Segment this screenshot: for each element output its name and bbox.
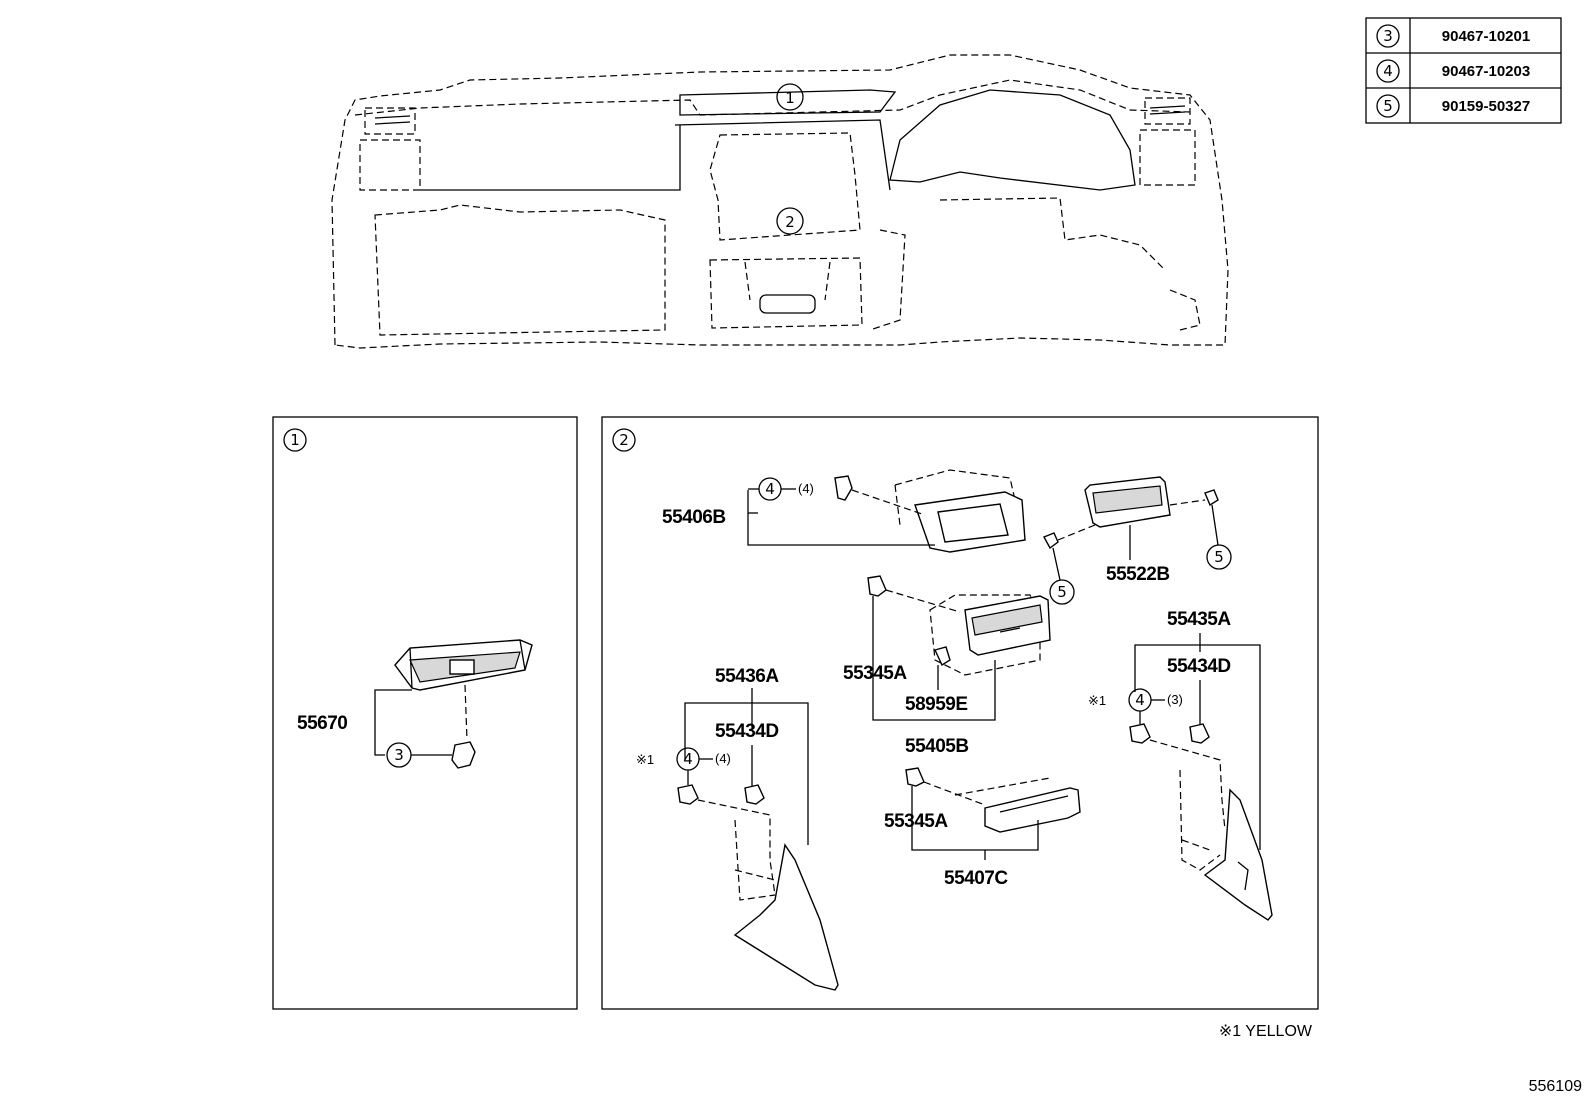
- right-vent-outline: [1144, 97, 1191, 125]
- panel-1-label: 1: [290, 431, 300, 449]
- panel-2: 2 55406B 4 (4) 5 55522B: [601, 416, 1319, 1010]
- panel-1: 1 55670 3: [272, 416, 578, 1010]
- diagram-id: 556109: [1529, 1078, 1582, 1095]
- instrument-cluster-outline: [889, 89, 1136, 191]
- part-label-55434D-left: 55434D: [715, 721, 779, 742]
- clip-3-shape: [451, 741, 476, 769]
- mark-right: ※1: [1088, 693, 1106, 708]
- panel-1-callout: [283, 428, 307, 452]
- callout-5-left: [1049, 579, 1075, 605]
- panel-1-frame: [272, 416, 578, 1010]
- display-55522B-shape: [1084, 476, 1171, 528]
- table-callout-4: [1376, 59, 1400, 83]
- screw-left-shape: [1043, 532, 1059, 550]
- trim-right-shape: [1203, 788, 1273, 921]
- clip-left-a-shape: [677, 784, 699, 805]
- bracket-55407C-shape: [984, 787, 1081, 833]
- clip-right-b-shape: [1189, 723, 1210, 744]
- panel-2-label: 2: [619, 431, 629, 449]
- mark-left: ※1: [636, 752, 654, 767]
- overview-callout-2: [776, 207, 804, 235]
- parts-table: 3 90467-10201 4 90467-10203 5 90159-5032…: [1365, 17, 1562, 124]
- table-ref-4: 4: [1383, 62, 1393, 80]
- table-partno-4: 90467-10203: [1442, 63, 1530, 80]
- table-partno-5: 90159-50327: [1442, 98, 1530, 115]
- panel-2-callout: [612, 428, 636, 452]
- clip-top-shape: [834, 475, 853, 501]
- overview-callout-1: [776, 83, 804, 111]
- clip-right-a-shape: [1129, 723, 1151, 744]
- callout-4-left-text: 4: [683, 750, 693, 768]
- overview-callout-1-text: 1: [785, 89, 795, 107]
- part-label-55406B: 55406B: [662, 507, 726, 528]
- part-label-58959E: 58959E: [905, 694, 968, 715]
- part-label-55345A-2: 55345A: [884, 811, 948, 832]
- pin-58959E-shape: [934, 646, 951, 667]
- callout-5-left-text: 5: [1057, 583, 1067, 601]
- part-label-55407C: 55407C: [944, 868, 1008, 889]
- center-stack-outline: [709, 132, 861, 241]
- callout-4-top-text: 4: [765, 480, 775, 498]
- dashboard-overview: 1 2: [331, 54, 1229, 349]
- screw-right-shape: [1204, 489, 1219, 507]
- bezel-55406B-shape: [894, 469, 1026, 553]
- overview-callout-2-text: 2: [785, 213, 795, 231]
- part-label-55405B: 55405B: [905, 736, 969, 757]
- part-label-55434D-right: 55434D: [1167, 656, 1231, 677]
- callout-5-right-text: 5: [1214, 548, 1224, 566]
- table-ref-5: 5: [1383, 97, 1393, 115]
- part-label-55345A-1: 55345A: [843, 663, 907, 684]
- clip-left-b-shape: [744, 784, 765, 805]
- qty-right: (3): [1167, 692, 1183, 707]
- center-top-vent: [679, 89, 897, 116]
- table-callout-5: [1376, 94, 1400, 118]
- part-label-55435A: 55435A: [1167, 609, 1231, 630]
- panel-1-callout-3-text: 3: [394, 746, 404, 764]
- table-partno-3: 90467-10201: [1442, 28, 1530, 45]
- panel-2-frame: [601, 416, 1319, 1010]
- callout-5-right: [1206, 544, 1232, 570]
- vent-55670-shape: [394, 639, 533, 691]
- glovebox-outline: [374, 204, 666, 336]
- part-label-55522B: 55522B: [1106, 564, 1170, 585]
- part-label-55670: 55670: [297, 713, 347, 734]
- left-vent-outline: [364, 107, 416, 135]
- clip-55345A-1-shape: [867, 575, 887, 597]
- qty-top: (4): [798, 481, 814, 496]
- box-55405B-shape: [929, 594, 1051, 676]
- part-label-55436A: 55436A: [715, 666, 779, 687]
- table-callout-3: [1376, 24, 1400, 48]
- callout-4-right-text: 4: [1135, 691, 1145, 709]
- lower-console-slot: [759, 294, 816, 314]
- qty-left: (4): [715, 751, 731, 766]
- table-ref-3: 3: [1383, 27, 1393, 45]
- trim-left-shape: [733, 843, 839, 991]
- clip-55345A-2-shape: [905, 767, 925, 787]
- footnote-yellow: ※1 YELLOW: [1219, 1023, 1313, 1040]
